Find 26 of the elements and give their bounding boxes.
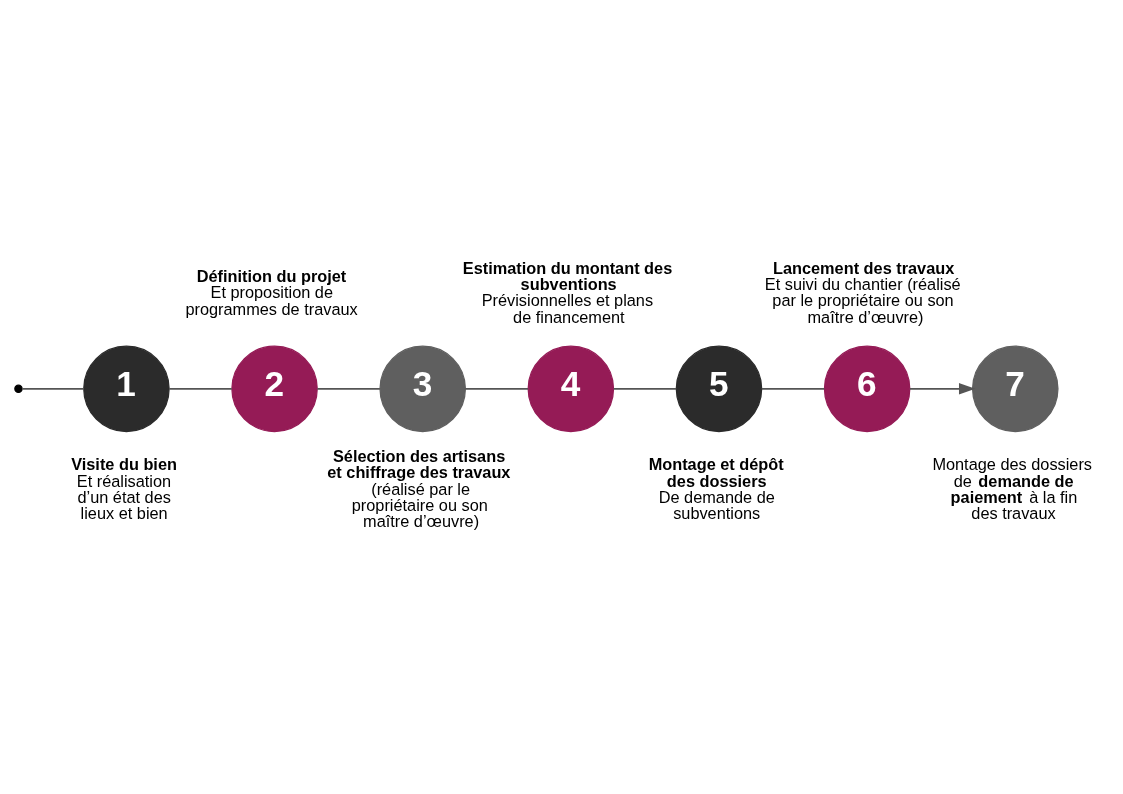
connector bbox=[21, 387, 85, 390]
node-circle: 7 bbox=[971, 345, 1059, 433]
node-label: Et réalisation d’un état des lieux et bien bbox=[76, 471, 172, 523]
node-circle: 4 bbox=[527, 345, 615, 433]
connector bbox=[168, 387, 233, 390]
node-circle: 6 bbox=[823, 345, 911, 433]
node-label: Sélection des artisans et chiffrage des travaux bbox=[327, 447, 511, 482]
node-label: Lancement des travaux bbox=[772, 258, 955, 277]
node-dot bbox=[14, 384, 23, 394]
node-label: Visite du bien bbox=[71, 455, 177, 474]
connector bbox=[316, 387, 381, 390]
arrow bbox=[909, 383, 976, 395]
connector bbox=[612, 387, 678, 390]
node-label: Prévisionnelles et plans de financement bbox=[481, 291, 654, 326]
node-circle: 1 bbox=[83, 345, 170, 433]
node-label: Estimation du montant des subventions bbox=[462, 258, 673, 294]
connector bbox=[760, 387, 826, 390]
node-label: De demande de subventions bbox=[658, 487, 775, 523]
node-circle: 2 bbox=[231, 345, 318, 433]
connector bbox=[464, 387, 529, 390]
node-label: Définition du projet bbox=[196, 267, 347, 285]
node-circle: 3 bbox=[379, 345, 466, 433]
node-label: Et suivi du chantier (réalisé par le propriétaire ou son maître d’œuvre) bbox=[764, 275, 961, 326]
node-circle: 5 bbox=[675, 345, 763, 433]
node-label: Montage et dépôt des dossiers bbox=[648, 455, 784, 490]
node-label: Montage des dossiers de demande de paiement à la fin des travaux bbox=[932, 455, 1092, 523]
